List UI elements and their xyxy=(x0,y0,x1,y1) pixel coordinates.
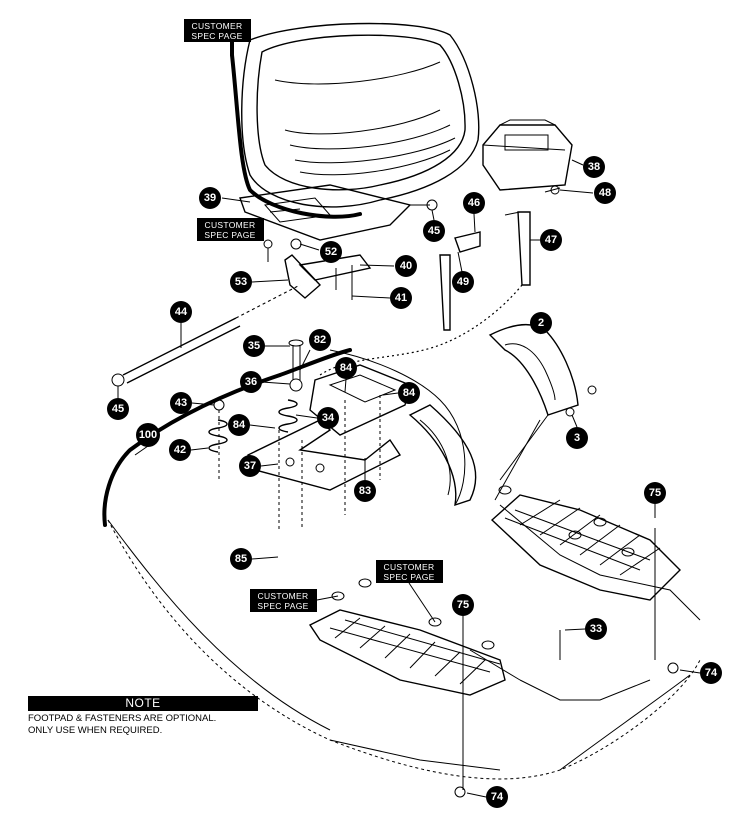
springs xyxy=(208,339,381,530)
callout-39: 39 xyxy=(199,187,251,209)
callout-48: 48 xyxy=(559,182,616,204)
support-brackets xyxy=(319,211,531,376)
battery-cover xyxy=(482,119,573,195)
callouts: 38 48 39 46 45 47 52 40 49 53 41 44 2 35… xyxy=(107,156,722,808)
note-text: FOOTPAD & FASTENERS ARE OPTIONAL. ONLY U… xyxy=(28,713,258,737)
note-line-1: FOOTPAD & FASTENERS ARE OPTIONAL. xyxy=(28,713,217,724)
callout-84a: 84 xyxy=(335,357,357,393)
svg-text:34: 34 xyxy=(322,412,335,424)
spec-label-seat: CUSTOMER SPEC PAGE xyxy=(184,19,251,57)
svg-text:CUSTOMER: CUSTOMER xyxy=(205,220,256,230)
fender-deck-body xyxy=(107,349,701,780)
callout-53: 53 xyxy=(230,271,289,293)
svg-text:52: 52 xyxy=(325,246,337,258)
svg-text:36: 36 xyxy=(245,376,257,388)
svg-text:33: 33 xyxy=(590,623,602,635)
callout-75a: 75 xyxy=(644,482,666,518)
svg-text:CUSTOMER: CUSTOMER xyxy=(192,21,243,31)
svg-text:74: 74 xyxy=(491,791,504,803)
svg-text:CUSTOMER: CUSTOMER xyxy=(384,562,435,572)
svg-text:45: 45 xyxy=(428,225,440,237)
callout-46: 46 xyxy=(463,192,485,233)
svg-text:83: 83 xyxy=(359,485,371,497)
callout-84b: 84 xyxy=(382,382,420,404)
callout-83: 83 xyxy=(354,458,376,502)
svg-text:47: 47 xyxy=(545,234,557,246)
svg-text:82: 82 xyxy=(314,334,326,346)
callout-85: 85 xyxy=(230,548,279,570)
left-footpad xyxy=(308,578,561,798)
svg-text:75: 75 xyxy=(457,599,469,611)
callout-74a: 74 xyxy=(679,662,722,684)
callout-42: 42 xyxy=(169,439,209,461)
svg-text:SPEC PAGE: SPEC PAGE xyxy=(191,31,242,41)
callout-44: 44 xyxy=(170,301,192,348)
svg-text:74: 74 xyxy=(705,667,718,679)
svg-text:SPEC PAGE: SPEC PAGE xyxy=(257,601,308,611)
svg-text:2: 2 xyxy=(538,317,544,329)
svg-text:49: 49 xyxy=(457,276,469,288)
svg-text:44: 44 xyxy=(175,306,188,318)
svg-text:38: 38 xyxy=(588,161,600,173)
svg-text:40: 40 xyxy=(400,260,412,272)
svg-text:SPEC PAGE: SPEC PAGE xyxy=(383,572,434,582)
callout-84c: 84 xyxy=(228,414,276,436)
svg-text:CUSTOMER: CUSTOMER xyxy=(258,591,309,601)
svg-text:42: 42 xyxy=(174,444,186,456)
svg-text:35: 35 xyxy=(248,340,260,352)
callout-100: 100 xyxy=(134,423,160,456)
callout-43: 43 xyxy=(170,392,215,414)
svg-text:46: 46 xyxy=(468,197,480,209)
right-footpad xyxy=(490,485,681,674)
svg-text:75: 75 xyxy=(649,487,661,499)
svg-text:84: 84 xyxy=(403,387,416,399)
svg-text:37: 37 xyxy=(244,460,256,472)
callout-47: 47 xyxy=(530,229,562,251)
callout-52: 52 xyxy=(299,241,342,263)
spec-label-right-footpad: CUSTOMER SPEC PAGE xyxy=(376,560,443,623)
spec-label-lever: CUSTOMER SPEC PAGE xyxy=(197,218,264,241)
callout-45b: 45 xyxy=(107,386,129,420)
svg-text:39: 39 xyxy=(204,192,216,204)
svg-text:3: 3 xyxy=(574,432,580,444)
svg-text:84: 84 xyxy=(340,362,353,374)
side-panel xyxy=(488,323,597,501)
callout-82: 82 xyxy=(299,329,331,371)
svg-text:53: 53 xyxy=(235,276,247,288)
callout-38: 38 xyxy=(571,156,605,178)
callout-41: 41 xyxy=(351,287,412,309)
callout-35: 35 xyxy=(243,335,290,357)
svg-text:100: 100 xyxy=(139,429,157,441)
callout-75b: 75 xyxy=(452,594,474,628)
svg-text:45: 45 xyxy=(112,403,124,415)
callout-34: 34 xyxy=(295,407,339,429)
callout-3: 3 xyxy=(566,414,588,449)
edge-trim xyxy=(102,348,352,527)
callout-2: 2 xyxy=(530,312,552,335)
callout-49: 49 xyxy=(452,251,474,293)
callout-33: 33 xyxy=(564,618,607,640)
svg-text:SPEC PAGE: SPEC PAGE xyxy=(204,230,255,240)
note-line-2: ONLY USE WHEN REQUIRED. xyxy=(28,725,163,736)
seat xyxy=(230,22,480,219)
svg-text:85: 85 xyxy=(235,553,247,565)
note-box: NOTE FOOTPAD & FASTENERS ARE OPTIONAL. O… xyxy=(28,696,258,737)
note-title: NOTE xyxy=(28,696,258,711)
callout-74b: 74 xyxy=(466,786,508,808)
callout-36: 36 xyxy=(240,371,291,393)
spec-label-left-footpad: CUSTOMER SPEC PAGE xyxy=(250,589,339,612)
pivot-shaft xyxy=(111,284,301,387)
callout-45a: 45 xyxy=(423,209,445,242)
callout-40: 40 xyxy=(359,255,417,277)
svg-text:48: 48 xyxy=(599,187,611,199)
svg-text:41: 41 xyxy=(395,292,407,304)
svg-text:43: 43 xyxy=(175,397,187,409)
svg-text:84: 84 xyxy=(233,419,246,431)
callout-37: 37 xyxy=(239,455,279,477)
